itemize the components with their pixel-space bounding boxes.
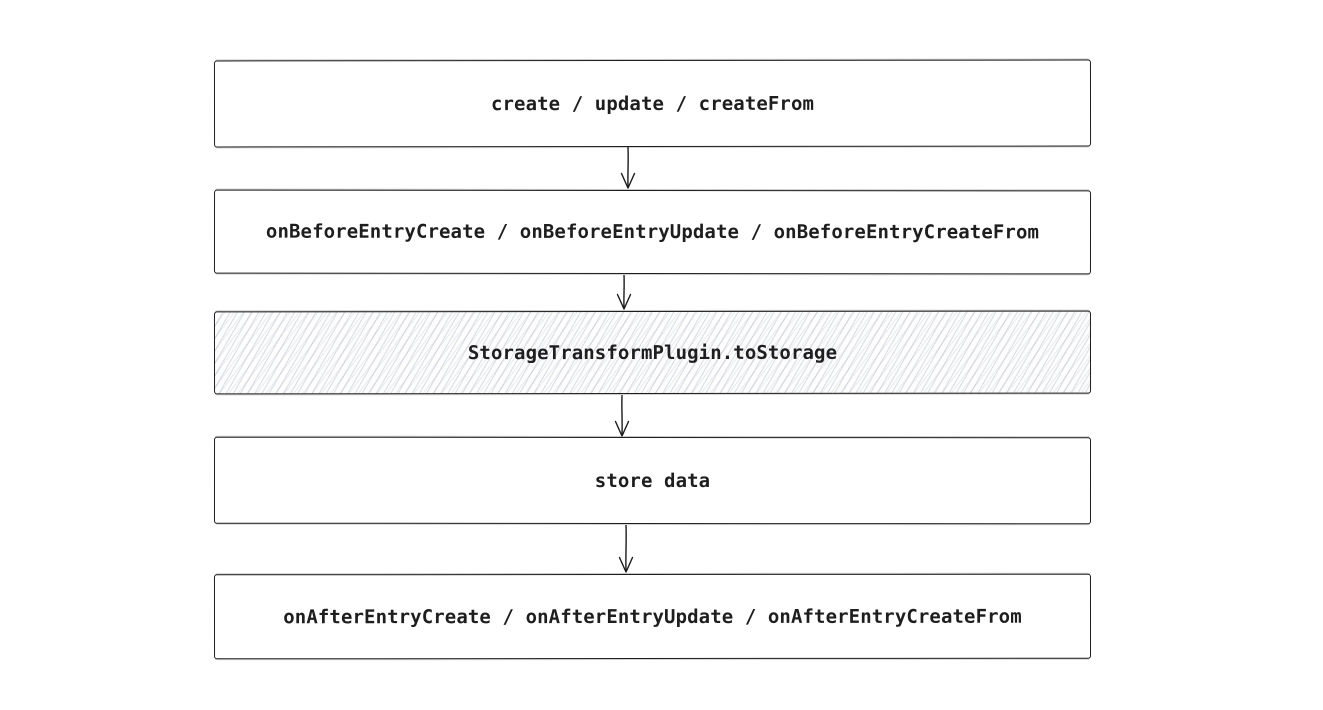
flow-arrow-2 [616,275,632,310]
node-label: onBeforeEntryCreate / onBeforeEntryUpdat… [265,220,1040,244]
flow-node-onbefore-hooks: onBeforeEntryCreate / onBeforeEntryUpdat… [213,189,1092,275]
flow-arrow-3 [614,395,630,437]
flow-node-onafter-hooks: onAfterEntryCreate / onAfterEntryUpdate … [213,573,1092,660]
flow-node-create-update-createfrom: create / update / createFrom [213,59,1092,148]
flow-node-storage-transform-tostorage: StorageTransformPlugin.toStorage [213,310,1092,395]
flow-node-store-data: store data [213,436,1092,525]
node-label: store data [594,469,711,492]
flow-arrow-4 [618,525,634,573]
node-label: StorageTransformPlugin.toStorage [467,341,838,364]
node-label: create / update / createFrom [490,92,815,115]
flow-arrow-1 [620,147,636,189]
node-label: onAfterEntryCreate / onAfterEntryUpdate … [283,605,1022,628]
